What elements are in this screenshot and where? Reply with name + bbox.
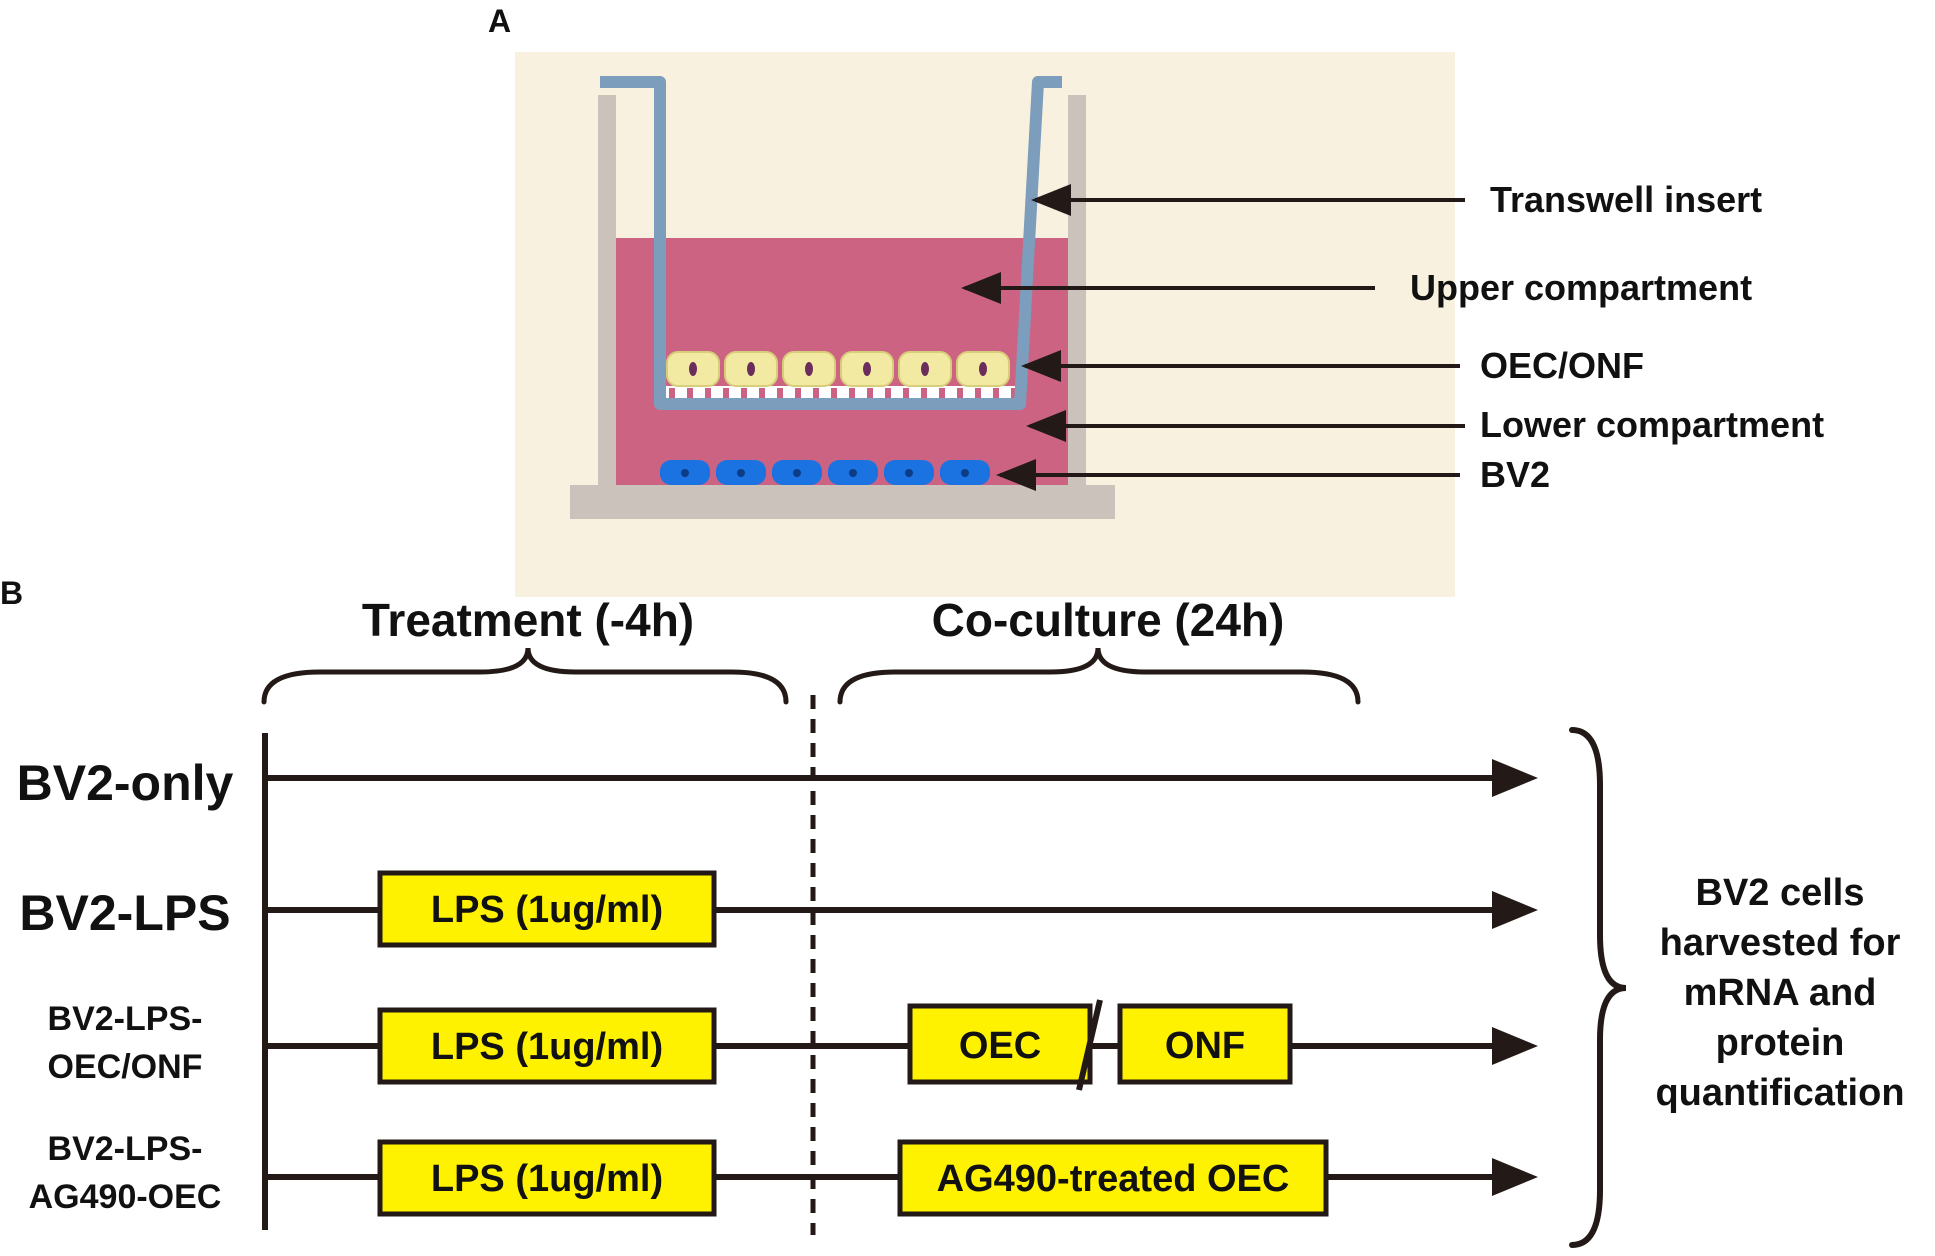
row-label-oec-onf-line1: BV2-LPS- xyxy=(48,1000,203,1038)
oec-box xyxy=(907,1003,1093,1085)
coculture-brace xyxy=(837,647,1361,705)
treatment-boxes xyxy=(377,870,1329,1217)
arrowhead-row-4 xyxy=(1492,1158,1538,1196)
arrowhead-row-2 xyxy=(1492,891,1538,929)
well-base xyxy=(570,485,1115,519)
outcome-line-5: quantification xyxy=(1655,1072,1904,1114)
lps-box-row-4 xyxy=(377,1139,717,1217)
transwell-insert xyxy=(600,76,1062,410)
lps-box-label-row-3: LPS (1ug/ml) xyxy=(431,1026,663,1068)
treatment-brace xyxy=(261,647,789,705)
panel-a-letter: A xyxy=(488,3,511,39)
onf-box-label: ONF xyxy=(1165,1025,1245,1067)
well-left-wall xyxy=(598,95,616,495)
oec-onf-cells xyxy=(666,351,1010,387)
arrowhead-row-3 xyxy=(1492,1027,1538,1065)
row-label-ag490-line2: AG490-OEC xyxy=(29,1178,222,1216)
oec-box-label: OEC xyxy=(959,1025,1041,1067)
row-label-bv2-only: BV2-only xyxy=(17,755,234,811)
onf-box xyxy=(1117,1003,1293,1085)
ag490-box-label: AG490-treated OEC xyxy=(937,1158,1290,1200)
label-lower-compartment: Lower compartment xyxy=(1480,404,1824,445)
phase-braces xyxy=(261,647,1361,705)
label-bv2: BV2 xyxy=(1480,454,1550,495)
oec-onf-separator xyxy=(1076,999,1103,1091)
label-transwell-insert: Transwell insert xyxy=(1490,179,1762,220)
row-label-ag490-line1: BV2-LPS- xyxy=(48,1130,203,1168)
panel-a-callouts xyxy=(961,184,1465,491)
row-label-oec-onf-line2: OEC/ONF xyxy=(48,1048,203,1086)
panel-b-letter: B xyxy=(0,575,23,611)
lps-box-row-3 xyxy=(377,1007,717,1085)
arrowheads xyxy=(1492,759,1538,1196)
label-upper-compartment: Upper compartment xyxy=(1410,267,1752,308)
phase-coculture-label: Co-culture (24h) xyxy=(932,594,1285,646)
outcome-line-1: BV2 cells xyxy=(1696,872,1865,914)
ag490-box xyxy=(897,1139,1329,1217)
row-label-bv2-lps: BV2-LPS xyxy=(19,885,230,941)
label-oec-onf: OEC/ONF xyxy=(1480,345,1644,386)
outcome-line-2: harvested for xyxy=(1660,922,1901,964)
well-right-wall xyxy=(1068,95,1086,495)
outcome-line-3: mRNA and xyxy=(1684,972,1877,1014)
lps-box-label-row-4: LPS (1ug/ml) xyxy=(431,1158,663,1200)
bv2-cells xyxy=(660,460,990,485)
outcome-brace xyxy=(1569,727,1627,1248)
transwell-diagram xyxy=(515,52,1455,597)
membrane-pores xyxy=(669,388,1017,402)
outcome-line-4: protein xyxy=(1716,1022,1845,1064)
arrowhead-row-1 xyxy=(1492,759,1538,797)
lps-box-row-2 xyxy=(377,870,717,948)
lps-box-label-row-2: LPS (1ug/ml) xyxy=(431,889,663,931)
phase-treatment-label: Treatment (-4h) xyxy=(362,594,694,646)
